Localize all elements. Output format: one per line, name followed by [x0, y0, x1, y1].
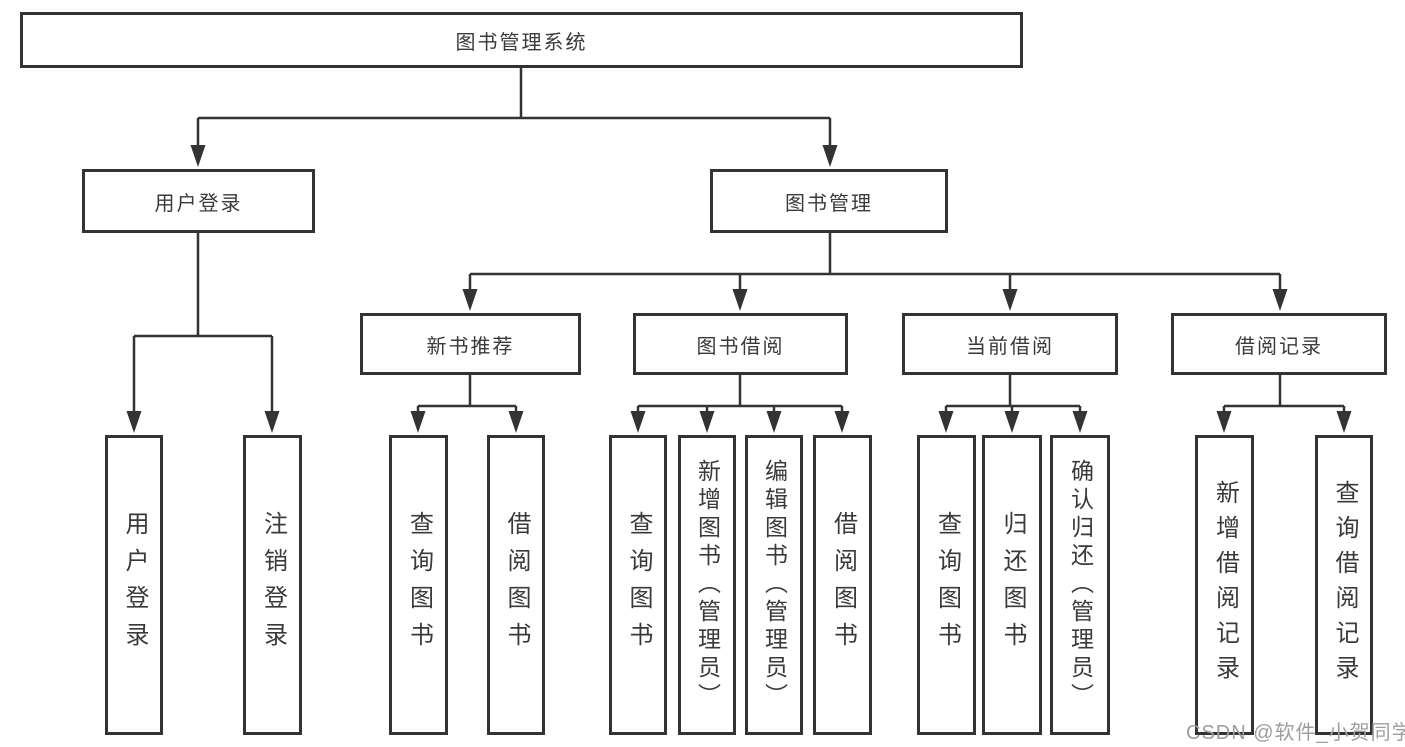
node-user-login: 用户登录 [82, 169, 315, 233]
leaf-label: 编辑图书（管理员） [761, 459, 788, 711]
node-label: 图书管理系统 [455, 31, 588, 54]
leaf-borrow-books-recommend: 借阅图书 [487, 435, 545, 735]
node-root-library-system: 图书管理系统 [20, 12, 1023, 68]
node-book-borrowing: 图书借阅 [633, 313, 848, 375]
leaf-label: 确认归还（管理员） [1067, 459, 1094, 711]
leaf-add-borrow-record: 新增借阅记录 [1195, 435, 1254, 735]
node-label: 借阅记录 [1235, 335, 1323, 358]
leaf-query-borrow-record: 查询借阅记录 [1315, 435, 1373, 735]
node-label: 当前借阅 [966, 335, 1054, 358]
node-label: 图书管理 [785, 192, 873, 215]
node-label: 用户登录 [154, 192, 243, 215]
leaf-label: 新增图书（管理员） [694, 459, 721, 711]
node-current-borrowing: 当前借阅 [902, 313, 1118, 375]
node-label: 新书推荐 [426, 335, 515, 358]
leaf-edit-books-admin: 编辑图书（管理员） [745, 435, 803, 735]
leaf-query-books-recommend: 查询图书 [389, 435, 448, 735]
csdn-watermark: CSDN @软件_小贺同学 [1186, 722, 1405, 744]
leaf-label: 查询图书 [405, 511, 433, 659]
leaf-label: 归还图书 [999, 511, 1026, 659]
leaf-label: 借阅图书 [829, 511, 857, 659]
node-label: 图书借阅 [696, 335, 785, 358]
leaf-label: 用户登录 [121, 511, 148, 659]
leaf-query-books-current: 查询图书 [917, 435, 976, 735]
node-new-book-recommend: 新书推荐 [360, 313, 581, 375]
leaf-label: 注销登录 [259, 511, 287, 659]
leaf-add-books-admin: 新增图书（管理员） [678, 435, 736, 735]
leaf-user-login: 用户登录 [105, 435, 163, 735]
arrowheads [126, 145, 1352, 433]
leaf-logout: 注销登录 [243, 435, 302, 735]
leaf-label: 查询借阅记录 [1331, 480, 1358, 690]
leaf-confirm-return-admin: 确认归还（管理员） [1050, 435, 1110, 735]
leaf-label: 查询图书 [933, 511, 961, 659]
node-borrowing-records: 借阅记录 [1171, 313, 1387, 375]
leaf-borrow-books: 借阅图书 [813, 435, 872, 735]
leaf-return-books: 归还图书 [982, 435, 1042, 735]
leaf-label: 借阅图书 [503, 511, 530, 659]
leaf-label: 新增借阅记录 [1211, 480, 1239, 690]
leaf-query-books-borrowing: 查询图书 [609, 435, 667, 735]
leaf-label: 查询图书 [625, 511, 652, 659]
node-book-management: 图书管理 [710, 169, 948, 233]
